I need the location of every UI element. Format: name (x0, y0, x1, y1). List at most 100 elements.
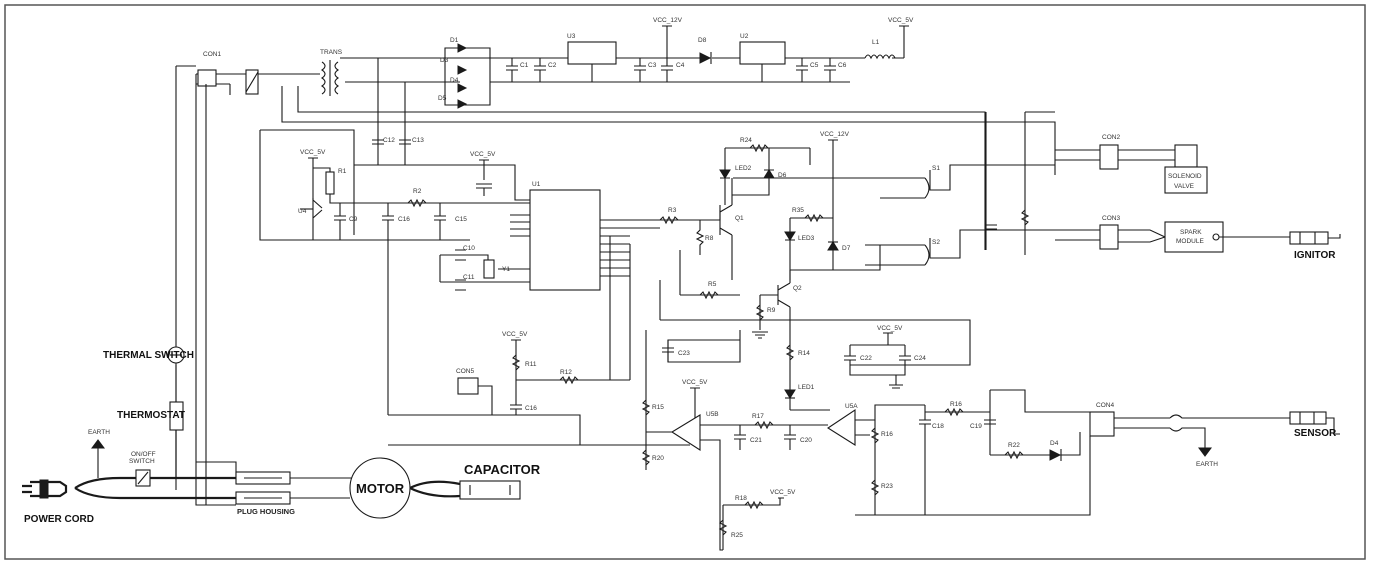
d3-label: D3 (440, 57, 449, 64)
spark-module-label-2: MODULE (1176, 238, 1204, 245)
regulator-u3: U3 (567, 33, 617, 82)
caps-c1-c2: C1 C2 (506, 58, 557, 82)
sensor[interactable]: SENSOR (1289, 411, 1340, 439)
q1-label: Q1 (735, 215, 744, 222)
r35-label: R35 (792, 207, 804, 214)
r18-r25-bottom: R18 VCC_5V R25 (718, 489, 796, 550)
thermostat[interactable]: THERMOSTAT (117, 401, 185, 431)
capacitor[interactable]: CAPACITOR (459, 462, 541, 500)
diagram-border (4, 4, 1366, 560)
caps-c12-c13: C12 C13 (372, 137, 424, 145)
r22-label: R22 (1008, 442, 1020, 449)
varistor (245, 69, 259, 95)
u4-label: U4 (298, 208, 307, 215)
r24-led2-d6: R24 LED2 D6 (719, 137, 811, 205)
c24-label: C24 (914, 355, 926, 362)
u1-label: U1 (532, 181, 541, 188)
vcc-12v-top: VCC_12V C3 C4 (634, 17, 685, 82)
r17-label: R17 (752, 413, 764, 420)
solenoid-valve[interactable]: SOLENOID VALVE (1164, 144, 1208, 194)
c12-label: C12 (383, 137, 395, 144)
vcc-5v-d-label: VCC_5V (502, 331, 528, 338)
con2-label: CON2 (1102, 134, 1120, 141)
c18-r19: C18 R16 (919, 401, 990, 515)
con1-connector: CON1 (197, 51, 221, 87)
c13-label: C13 (412, 137, 424, 144)
d1-label: D1 (450, 37, 459, 44)
regulator-u2: U2 (739, 33, 786, 82)
motor-label: MOTOR (356, 481, 405, 496)
relay-s1[interactable]: S1 (880, 164, 1055, 199)
plug-housing-label: PLUG HOUSING (237, 507, 295, 516)
relay-caps-right (985, 209, 1030, 230)
diode-d8: D8 (698, 37, 712, 64)
c21-label: C21 (750, 437, 762, 444)
transistor-u4: U4 (298, 198, 323, 240)
d5-label: D5 (438, 95, 447, 102)
c11-label: C11 (463, 274, 475, 281)
u2-label: U2 (740, 33, 749, 40)
vcc-5v-r11: VCC_5V R11 C16 R12 (502, 331, 630, 415)
caps-c9-c16-c15: C9 C16 C15 (334, 203, 467, 415)
capacitor-label: CAPACITOR (464, 462, 541, 477)
c23-label: C23 (678, 350, 690, 357)
u5b-label: U5B (706, 411, 719, 418)
spark-module[interactable]: SPARK MODULE (1164, 221, 1290, 253)
output-filter: C5 C6 L1 VCC_5V (796, 17, 914, 82)
microcontroller-u1: U1 (510, 181, 721, 380)
c2-label: C2 (548, 62, 557, 69)
earth-left-label: EARTH (88, 429, 110, 436)
c3-label: C3 (648, 62, 657, 69)
on-off-switch[interactable]: ON/OFF SWITCH (129, 451, 156, 487)
resistor-r3: R3 (659, 207, 700, 225)
s1-label: S1 (932, 165, 940, 172)
r11-label: R11 (525, 361, 537, 368)
c5-label: C5 (810, 62, 819, 69)
c19-r22-d4: C19 R22 D4 (970, 389, 1090, 461)
vcc-5v-u5b: VCC_5V (682, 379, 708, 420)
c8-label: C16 (525, 405, 537, 412)
r25-label: R25 (731, 532, 743, 539)
motor[interactable]: MOTOR (349, 457, 411, 519)
con5-connector: CON5 (456, 368, 493, 415)
r18-label: R18 (735, 495, 747, 502)
spark-module-label-1: SPARK (1180, 229, 1202, 236)
led3-label: LED3 (798, 235, 815, 242)
con2-connector: CON2 (1055, 134, 1175, 170)
power-cord-label: POWER CORD (24, 514, 94, 525)
ignitor[interactable]: IGNITOR (1289, 231, 1341, 261)
c6-label: C6 (838, 62, 847, 69)
r17-c21-c20: R17 C21 C20 (734, 413, 812, 450)
r19-label: R16 (950, 401, 962, 408)
d4-label: D4 (450, 77, 459, 84)
cap-c23: C23 (662, 340, 690, 362)
c18-label: C18 (932, 423, 944, 430)
thermal-switch[interactable]: THERMAL SWITCH (103, 346, 194, 364)
r1-label: R1 (338, 168, 347, 175)
r14-label: R14 (798, 350, 810, 357)
plug-housing: PLUG HOUSING (235, 471, 295, 516)
vcc-5v-g-label: VCC_5V (770, 489, 796, 496)
transistor-q1: Q1 (719, 178, 744, 280)
r23-label: R23 (881, 483, 893, 490)
crystal-y1: Y1 C10 C11 (439, 245, 530, 291)
r35-led3-d7: R35 LED3 D7 (784, 207, 851, 280)
u5a-label: U5A (845, 403, 858, 410)
on-off-switch-label-2: SWITCH (129, 458, 155, 465)
r5-label: R5 (708, 281, 717, 288)
c20-label: C20 (800, 437, 812, 444)
bridge-rectifier: D1 D3 D4 D5 (438, 37, 491, 109)
c1-label: C1 (520, 62, 529, 69)
vcc-5v-e-label: VCC_5V (682, 379, 708, 386)
earth-left: EARTH (88, 429, 110, 478)
ignitor-label: IGNITOR (1294, 250, 1336, 261)
u3-label: U3 (567, 33, 576, 40)
con4-label: CON4 (1096, 402, 1114, 409)
d8-label: D8 (698, 37, 707, 44)
r5-q2-r9: R5 R9 Q2 (680, 270, 802, 339)
s2-label: S2 (932, 239, 940, 246)
relay-s2[interactable]: S2 (865, 229, 1055, 266)
c16-label: C16 (398, 216, 410, 223)
sensor-label: SENSOR (1294, 428, 1337, 439)
